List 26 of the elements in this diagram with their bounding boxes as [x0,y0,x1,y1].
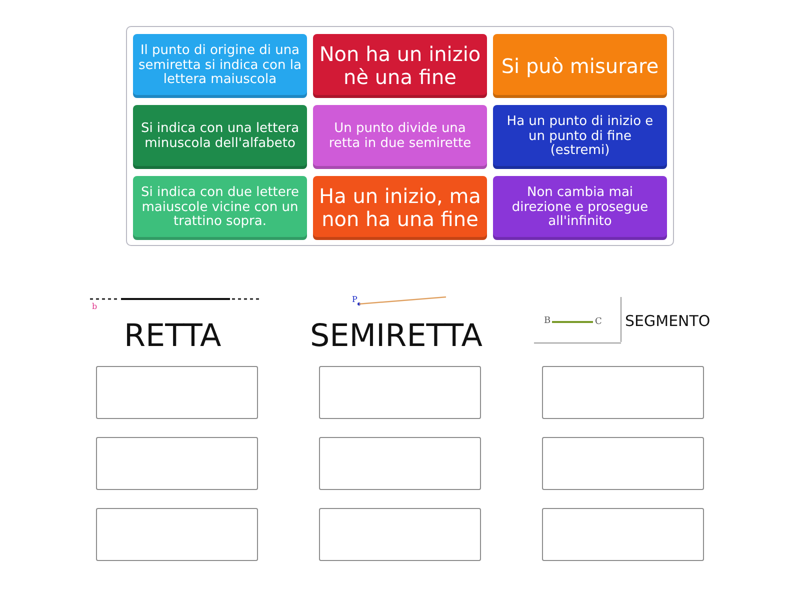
answer-tile: Non ha un inizio nè una fine [313,34,487,98]
drop-zone [542,366,704,419]
point-label: C [595,317,602,327]
answer-tile: Non cambia mai direzione e prosegue all'infinito [493,176,667,240]
drop-zone [319,437,481,490]
point-label: b [92,302,98,311]
drop-zone [96,508,258,561]
drop-zone [96,366,258,419]
column-heading: SEMIRETTA [310,318,482,354]
drop-zone [542,508,704,561]
answer-tile: Un punto divide una retta in due semirette [313,105,487,169]
answer-tile: Il punto di origine di una semiretta si indica con la lettera maiuscola [133,34,307,98]
answer-tile: Si indica con due lettere maiuscole vicine con un trattino sopra. [133,176,307,240]
drop-zone [319,508,481,561]
answer-tile: Ha un inizio, ma non ha una fine [313,176,487,240]
answer-tile: Si può misurare [493,34,667,98]
point-label: P [352,295,358,304]
drop-zone [96,437,258,490]
column-heading: SEGMENTO [625,312,710,330]
drop-zone [542,437,704,490]
card-background [126,26,674,246]
drop-zone [319,366,481,419]
answer-tile: Ha un punto di inizio e un punto di fine (estremi) [493,105,667,169]
point-label: B [544,316,551,326]
answer-tile: Si indica con una lettera minuscola dell'alfabeto [133,105,307,169]
column-heading: RETTA [124,318,222,354]
